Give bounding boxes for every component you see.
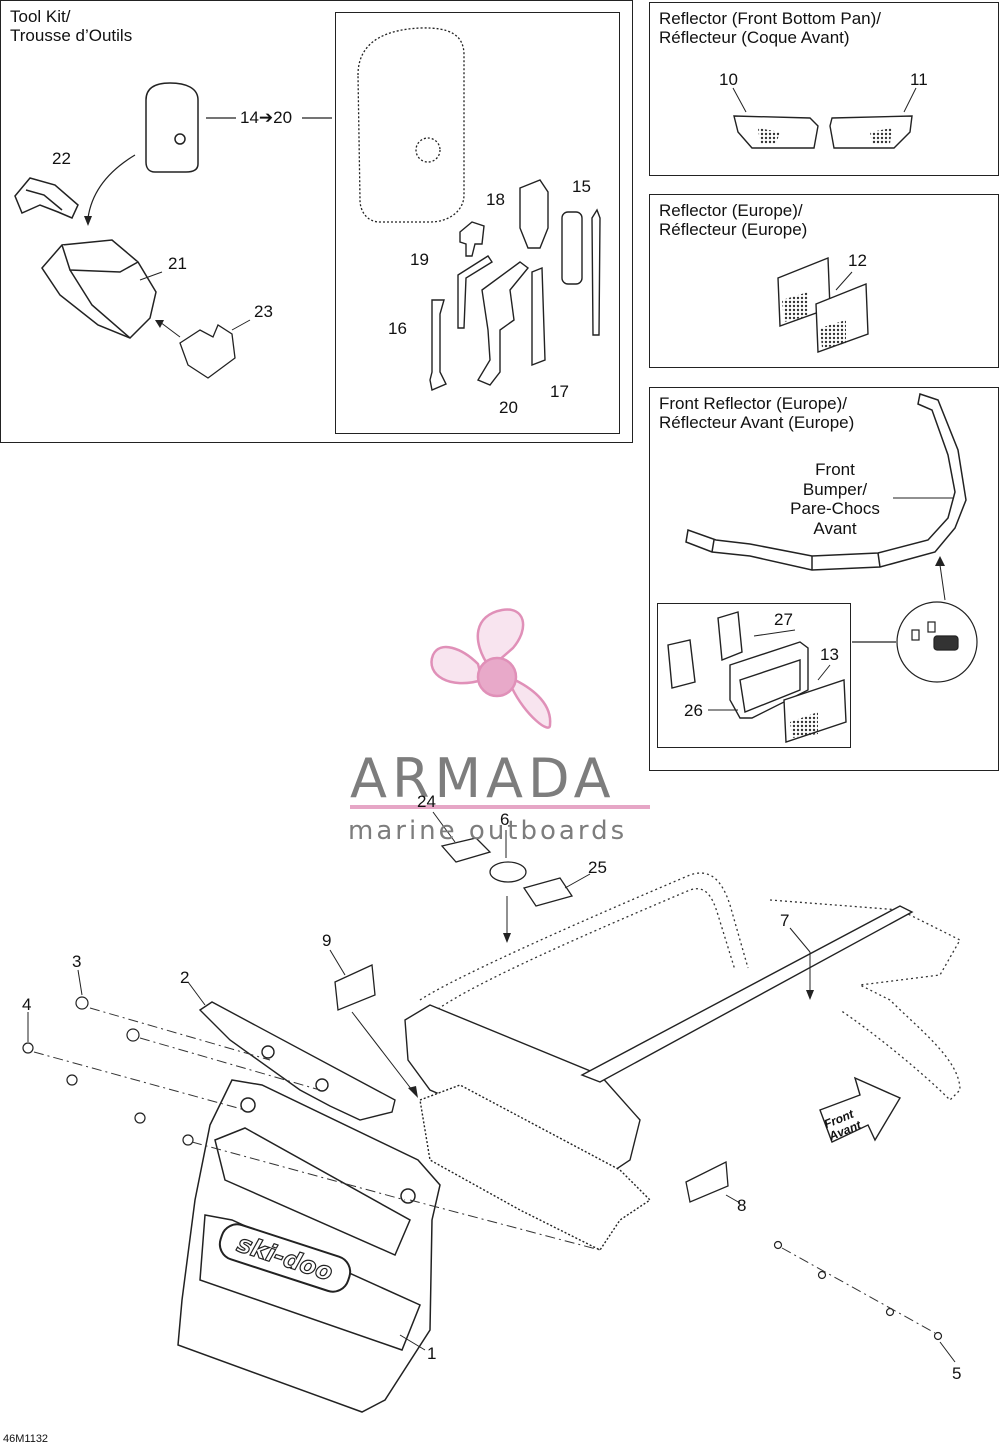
callout-21: 21 bbox=[168, 254, 187, 273]
cover-bracket-2 bbox=[198, 1001, 396, 1121]
callout-8: 8 bbox=[737, 1196, 747, 1215]
watermark-name: ARMADA bbox=[350, 747, 616, 810]
callout-23: 23 bbox=[254, 302, 273, 321]
tool-kit-inner-panel bbox=[335, 12, 620, 434]
tool-pouch-large bbox=[357, 27, 465, 223]
callout-12: 12 bbox=[848, 251, 867, 270]
watermark-tagline: marine outboards bbox=[348, 816, 628, 846]
reflector-europe-panel: Reflector (Europe)/ Réflecteur (Europe) bbox=[649, 194, 999, 368]
front-reflector-europe-panel: Front Reflector (Europe)/ Réflecteur Ava… bbox=[649, 387, 999, 771]
callout-10: 10 bbox=[719, 70, 738, 89]
reflector-detail-panel bbox=[657, 603, 851, 748]
fasteners bbox=[22, 996, 943, 1341]
callout-15: 15 bbox=[572, 177, 591, 196]
reflector-front-bottom-pan-title: Reflector (Front Bottom Pan)/ Réflecteur… bbox=[659, 9, 882, 47]
reflector-11 bbox=[829, 115, 913, 149]
front-bumper-label: Front Bumper/ Pare-Chocs Avant bbox=[790, 460, 880, 538]
callout-9: 9 bbox=[322, 931, 332, 950]
tool-pouch-small bbox=[145, 82, 199, 173]
decal-25 bbox=[522, 877, 574, 907]
callout-2: 2 bbox=[180, 968, 190, 987]
tool-kit-bracket bbox=[14, 177, 79, 219]
callout-7: 7 bbox=[780, 911, 790, 930]
tool-kit-title: Tool Kit/ Trousse d’Outils bbox=[10, 7, 133, 45]
decal-8 bbox=[685, 1160, 729, 1203]
reflector-front-bottom-pan-panel: Reflector (Front Bottom Pan)/ Réflecteur… bbox=[649, 2, 999, 176]
trim-strip-7 bbox=[580, 905, 914, 1083]
front-bumper bbox=[685, 393, 967, 571]
tool-kit-panel: Tool Kit/ Trousse d’Outils bbox=[0, 0, 633, 443]
callout-25: 25 bbox=[588, 858, 607, 877]
callout-3: 3 bbox=[72, 952, 82, 971]
tool-set bbox=[429, 179, 601, 391]
tool-kit-holder bbox=[41, 239, 157, 339]
emblem-6 bbox=[489, 861, 527, 883]
callout-19: 19 bbox=[410, 250, 429, 269]
front-frame-dashed bbox=[419, 872, 961, 1101]
callout-20: 20 bbox=[499, 398, 518, 417]
reflector-13 bbox=[783, 679, 847, 743]
decal-24 bbox=[440, 837, 492, 863]
callout-27: 27 bbox=[774, 610, 793, 629]
reflector-12 bbox=[777, 256, 869, 353]
callout-11: 11 bbox=[910, 70, 928, 89]
reflector-europe-title: Reflector (Europe)/ Réflecteur (Europe) bbox=[659, 201, 808, 239]
tool-range-label: 14➔20 bbox=[240, 108, 293, 127]
watermark-propeller-icon bbox=[430, 608, 552, 729]
callout-4: 4 bbox=[22, 995, 32, 1014]
callout-1: 1 bbox=[427, 1344, 437, 1363]
callout-13: 13 bbox=[820, 645, 839, 664]
callout-17: 17 bbox=[550, 382, 569, 401]
callout-26: 26 bbox=[684, 701, 703, 720]
callout-24: 24 bbox=[417, 792, 436, 811]
callout-22: 22 bbox=[52, 149, 71, 168]
callout-6: 6 bbox=[500, 810, 510, 829]
callout-16: 16 bbox=[388, 319, 407, 338]
front-direction-arrow-icon bbox=[819, 1076, 902, 1143]
reflector-10 bbox=[733, 115, 819, 149]
front-reflector-europe-title: Front Reflector (Europe)/ Réflecteur Ava… bbox=[659, 394, 855, 432]
tool-kit-label-sticker bbox=[179, 324, 236, 379]
decal-9 bbox=[334, 964, 376, 1011]
reflector-frame-27 bbox=[667, 611, 743, 689]
callout-18: 18 bbox=[486, 190, 505, 209]
callout-5: 5 bbox=[952, 1364, 962, 1383]
drawing-number: 46M1132 bbox=[3, 1433, 49, 1445]
front-nose bbox=[404, 1004, 652, 1251]
